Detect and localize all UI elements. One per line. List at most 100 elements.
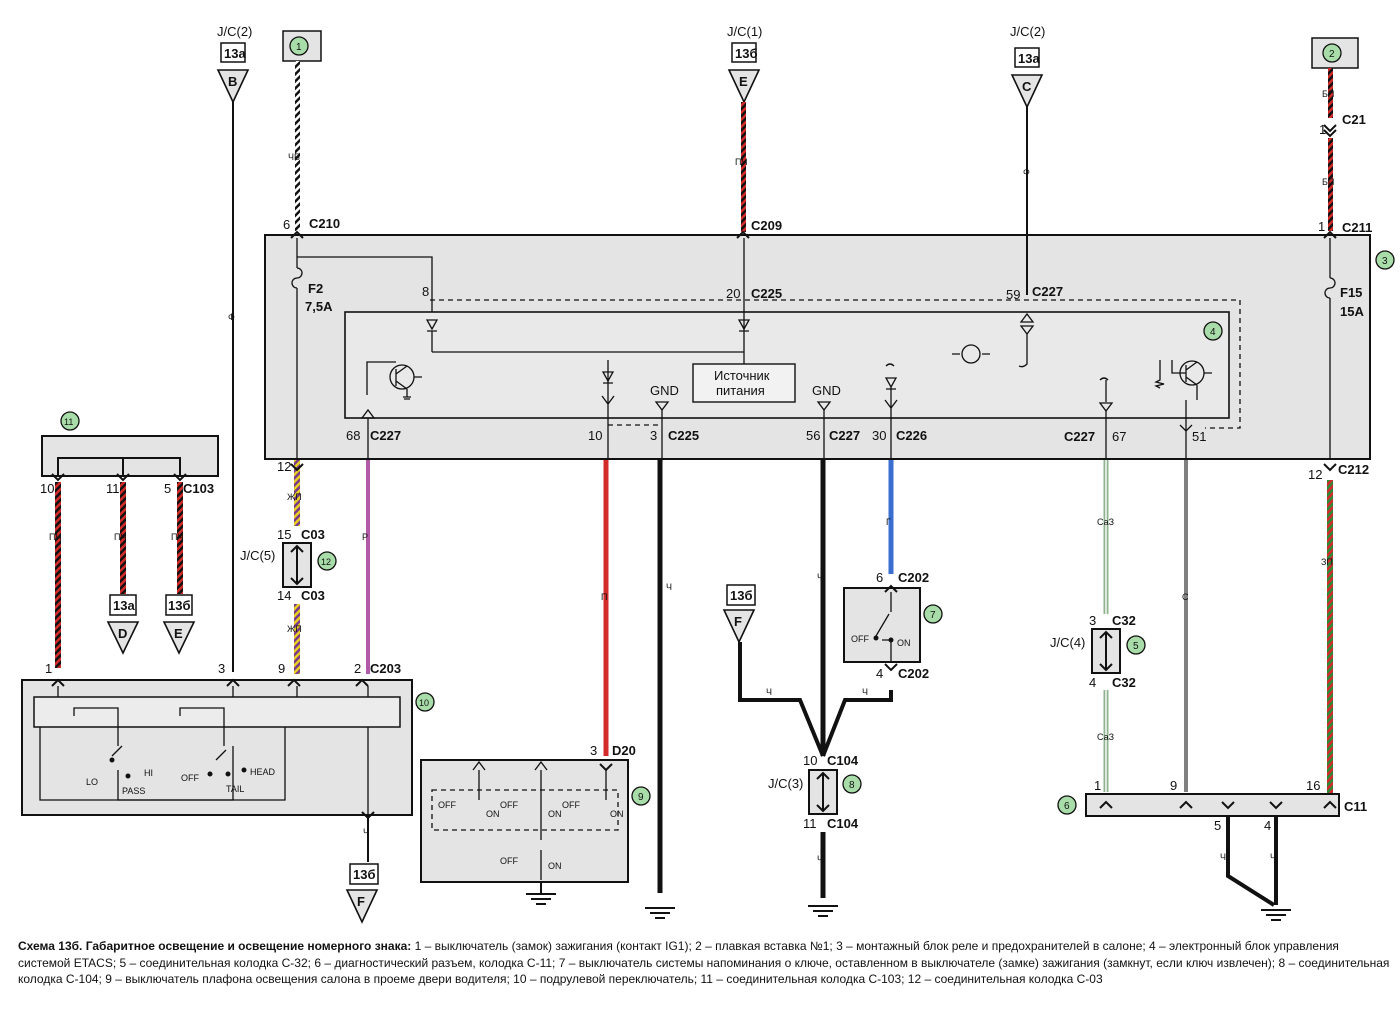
wire-label-pch-e: ПЧ — [735, 157, 747, 167]
ds-off-3: OFF — [562, 800, 580, 810]
c227-67-label: C227 — [1064, 429, 1095, 444]
pin12-arrow — [290, 463, 304, 472]
door-switch — [420, 759, 629, 883]
callout-8-text: 8 — [849, 780, 855, 791]
letter-f-mid: F — [734, 614, 742, 629]
ds-off-2: OFF — [500, 800, 518, 810]
label-lo: LO — [86, 777, 98, 787]
wl-g: Г — [886, 517, 891, 527]
ks-on: ON — [897, 638, 911, 648]
c225-top-label: C225 — [751, 286, 782, 301]
ds-off-1: OFF — [438, 800, 456, 810]
f2-to-etacs — [297, 256, 433, 312]
callout-7 — [923, 604, 943, 624]
wl-p: П — [601, 592, 607, 602]
callout-12-text: 12 — [321, 557, 331, 567]
c209-arrow — [736, 230, 750, 239]
c03-arrows — [290, 544, 304, 586]
switch-frame — [39, 727, 286, 801]
callout-10-text: 10 — [419, 698, 429, 708]
callout-5-text: 5 — [1133, 641, 1139, 652]
c21-label: C21 — [1342, 112, 1366, 127]
wl-ch-c104: Ч — [817, 572, 823, 582]
c104-label-top: C104 — [827, 753, 859, 768]
svg-text:2: 2 — [1329, 49, 1335, 60]
c209-label: C209 — [751, 218, 782, 233]
c11-pin4: 4 — [1264, 818, 1271, 833]
wl-pch-1: ПЧ — [49, 532, 61, 542]
c203-label: C203 — [370, 661, 401, 676]
wire-c103-11 — [120, 482, 126, 594]
wl-ch-c11-2: Ч — [1270, 852, 1276, 862]
letter-c: C — [1022, 79, 1032, 94]
diagnostic-connector-c11 — [1085, 793, 1340, 817]
clock-icon — [961, 344, 981, 364]
label-pass: PASS — [122, 786, 145, 796]
c227-56-label: C227 — [829, 428, 860, 443]
wl-zhp-1: ЖП — [287, 492, 302, 502]
wl-pch-2: ПЧ — [114, 532, 126, 542]
f15-rating: 15А — [1340, 304, 1364, 319]
ground-c11 — [1261, 909, 1291, 921]
wire-zhp-2 — [294, 604, 300, 674]
label-tail: TAIL — [226, 784, 244, 794]
wire-label-f-c: Ф — [1023, 167, 1030, 177]
ds-on-1: ON — [486, 809, 500, 819]
switch-contacts — [73, 707, 234, 801]
callout-8 — [842, 774, 862, 794]
letter-f-bottom: F — [357, 894, 365, 909]
ds-off-4: OFF — [500, 856, 518, 866]
c202-pin6: 6 — [876, 570, 883, 585]
c32-pin4: 4 — [1089, 675, 1096, 690]
c210-pin: 6 — [283, 217, 290, 232]
callout-9-text: 9 — [638, 792, 644, 803]
gnd-label-1: GND — [650, 383, 679, 398]
connector-c103 — [41, 435, 219, 477]
c104-pin11: 11 — [803, 816, 817, 831]
jc1-label: J/C(1) — [727, 24, 762, 39]
c202-label-bottom: C202 — [898, 666, 929, 681]
c103-bus — [57, 457, 181, 476]
wire-ch-f-mid — [738, 642, 825, 757]
callout-9 — [631, 786, 651, 806]
pin-51: 51 — [1192, 429, 1206, 444]
wire-c103-5 — [177, 482, 183, 594]
c203-pin3: 3 — [218, 661, 225, 676]
f2-label: F2 — [308, 281, 323, 296]
c103-pin5: 5 — [164, 481, 171, 496]
bus-leads — [57, 686, 369, 697]
c212-arrow — [1323, 463, 1337, 472]
d20-label: D20 — [612, 743, 636, 758]
svg-text:1: 1 — [296, 42, 302, 53]
c227-68-label: C227 — [370, 428, 401, 443]
c203-pin2: 2 — [354, 661, 361, 676]
c103-label: C103 — [183, 481, 214, 496]
f2-rating: 7,5А — [305, 299, 333, 314]
wl-zp: ЗП — [1321, 557, 1333, 567]
f-arrow — [361, 811, 375, 820]
c202-bottom-arrow — [884, 663, 898, 672]
wire-bp-top — [1328, 68, 1333, 118]
gnd-label-2: GND — [812, 383, 841, 398]
ground-c225 — [645, 907, 675, 919]
wire-label-chb: ЧБ — [288, 152, 300, 162]
pin-30: 30 — [872, 428, 886, 443]
c32-label-top: C32 — [1112, 613, 1136, 628]
ground-door — [526, 882, 556, 905]
wl-saz-2: СаЗ — [1097, 732, 1114, 742]
wire-c103-10 — [55, 482, 61, 668]
c203-pin9: 9 — [278, 661, 285, 676]
ground-c104 — [808, 905, 838, 917]
c202-pin4: 4 — [876, 666, 883, 681]
pin-8: 8 — [422, 284, 429, 299]
c202-label-top: C202 — [898, 570, 929, 585]
c203-arrows — [51, 678, 369, 687]
c225-label: C225 — [668, 428, 699, 443]
ignition-switch-callout: 1 — [282, 30, 322, 62]
pin67-mark — [1098, 377, 1114, 413]
letter-e: E — [739, 74, 748, 89]
c211-pin: 1 — [1318, 219, 1325, 234]
wire-label-bp-top: БП — [1322, 89, 1334, 99]
wire-ch-c202 — [821, 690, 893, 757]
wire-label-bp: БП — [1322, 177, 1334, 187]
